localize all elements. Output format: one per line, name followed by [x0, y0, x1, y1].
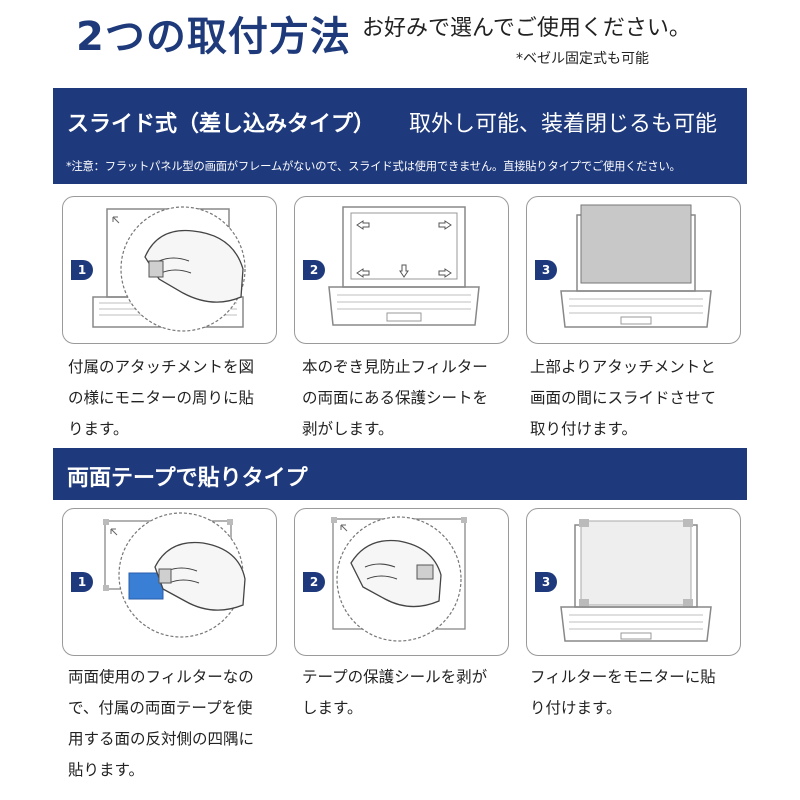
text-line: 上部よりアタッチメントと: [530, 358, 716, 376]
text-line: 貼ります。: [68, 761, 144, 779]
section1-step1-illustration: 1: [62, 196, 277, 344]
text-line: 用する面の反対側の四隅に: [68, 730, 255, 748]
section1-step3-illustration: 3: [526, 196, 741, 344]
section1-subtitle: 取外し可能、装着閉じるも可能: [409, 112, 718, 137]
text-line: 本のぞき見防止フィルター: [302, 358, 488, 376]
step-number-badge: 1: [71, 572, 93, 592]
page-title: 2つの取付方法: [76, 14, 351, 60]
text-line: ります。: [68, 420, 129, 438]
section2-step2-description: テープの保護シールを剥が します。: [302, 662, 512, 724]
section1-step2-illustration: 2: [294, 196, 509, 344]
section1-caution-note: *注意：フラットパネル型の画面がフレームがないので、スライド式は使用できません。…: [66, 160, 681, 173]
peel-tape-seal-illustration: [331, 516, 467, 642]
section2-banner: 両面テープで貼りタイプ: [53, 448, 747, 500]
bezel-note: *ベゼル固定式も可能: [516, 51, 649, 67]
step-number-badge: 1: [71, 260, 93, 280]
laptop-slide-filter-illustration: [560, 204, 712, 328]
section2-step1-description: 両面使用のフィルターなの で、付属の両面テープを使 用する面の反対側の四隅に 貼…: [68, 662, 278, 786]
section1-banner: スライド式（差し込みタイプ） 取外し可能、装着閉じるも可能 *注意：フラットパネ…: [53, 88, 747, 184]
section2-step1-illustration: 1: [62, 508, 277, 656]
laptop-filter-arrows-illustration: [328, 206, 480, 326]
text-line: 付属のアタッチメントを図: [68, 358, 255, 376]
text-line: り付けます。: [530, 699, 622, 717]
section2-step3-description: フィルターをモニターに貼 り付けます。: [530, 662, 740, 724]
text-line: の様にモニターの周りに貼: [68, 389, 255, 407]
text-line: テープの保護シールを剥が: [302, 668, 488, 686]
section1-step2-description: 本のぞき見防止フィルター の両面にある保護シートを 剥がします。: [302, 352, 512, 445]
text-line: 画面の間にスライドさせて: [530, 389, 717, 407]
section2-step3-illustration: 3: [526, 508, 741, 656]
laptop-hand-attach-illustration: [92, 206, 246, 332]
step-number-badge: 2: [303, 260, 325, 280]
text-line: フィルターをモニターに貼: [530, 668, 716, 686]
section1-step3-description: 上部よりアタッチメントと 画面の間にスライドさせて 取り付けます。: [530, 352, 740, 445]
text-line: 剥がします。: [302, 420, 394, 438]
step-number-badge: 3: [535, 572, 557, 592]
text-line: します。: [302, 699, 363, 717]
section1-step1-description: 付属のアタッチメントを図 の様にモニターの周りに貼 ります。: [68, 352, 278, 445]
filter-tape-apply-illustration: [103, 512, 246, 638]
step-number-badge: 3: [535, 260, 557, 280]
text-line: 取り付けます。: [530, 420, 637, 438]
text-line: 両面使用のフィルターなの: [68, 668, 254, 686]
page-subtitle: お好みで選んでご使用ください。: [362, 16, 691, 41]
step-number-badge: 2: [303, 572, 325, 592]
section1-title: スライド式（差し込みタイプ）: [67, 112, 376, 137]
section2-step2-illustration: 2: [294, 508, 509, 656]
section2-title: 両面テープで貼りタイプ: [67, 466, 308, 491]
text-line: で、付属の両面テープを使: [68, 699, 253, 717]
laptop-filter-applied-illustration: [560, 519, 712, 642]
text-line: の両面にある保護シートを: [302, 389, 489, 407]
